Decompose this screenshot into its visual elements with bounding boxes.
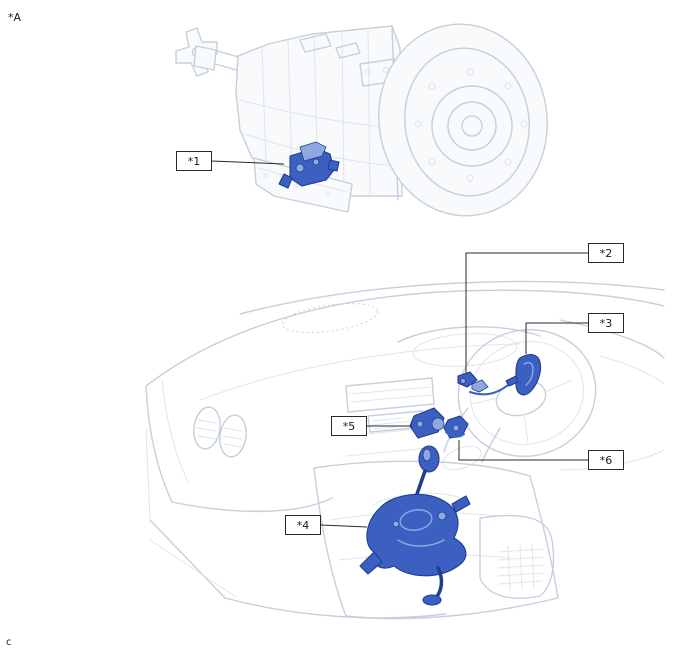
part-2-highlight [457, 371, 513, 396]
callout-4: *4 [285, 515, 321, 535]
interior-illustration [145, 160, 665, 620]
part-6-highlight [443, 415, 469, 439]
callout-5: *5 [331, 416, 367, 436]
callout-3: *3 [588, 313, 624, 333]
leader-lines [211, 160, 588, 528]
callout-2: *2 [588, 243, 624, 263]
callout-1: *1 [176, 151, 212, 171]
transmission-illustration [175, 23, 548, 217]
footer-label: c [6, 637, 12, 648]
callout-6: *6 [588, 450, 624, 470]
part-1-highlight [278, 141, 340, 189]
part-5-highlight [409, 407, 445, 439]
part-4-highlight [359, 445, 471, 606]
part-3-highlight [505, 353, 542, 396]
region-label: *A [8, 11, 22, 24]
